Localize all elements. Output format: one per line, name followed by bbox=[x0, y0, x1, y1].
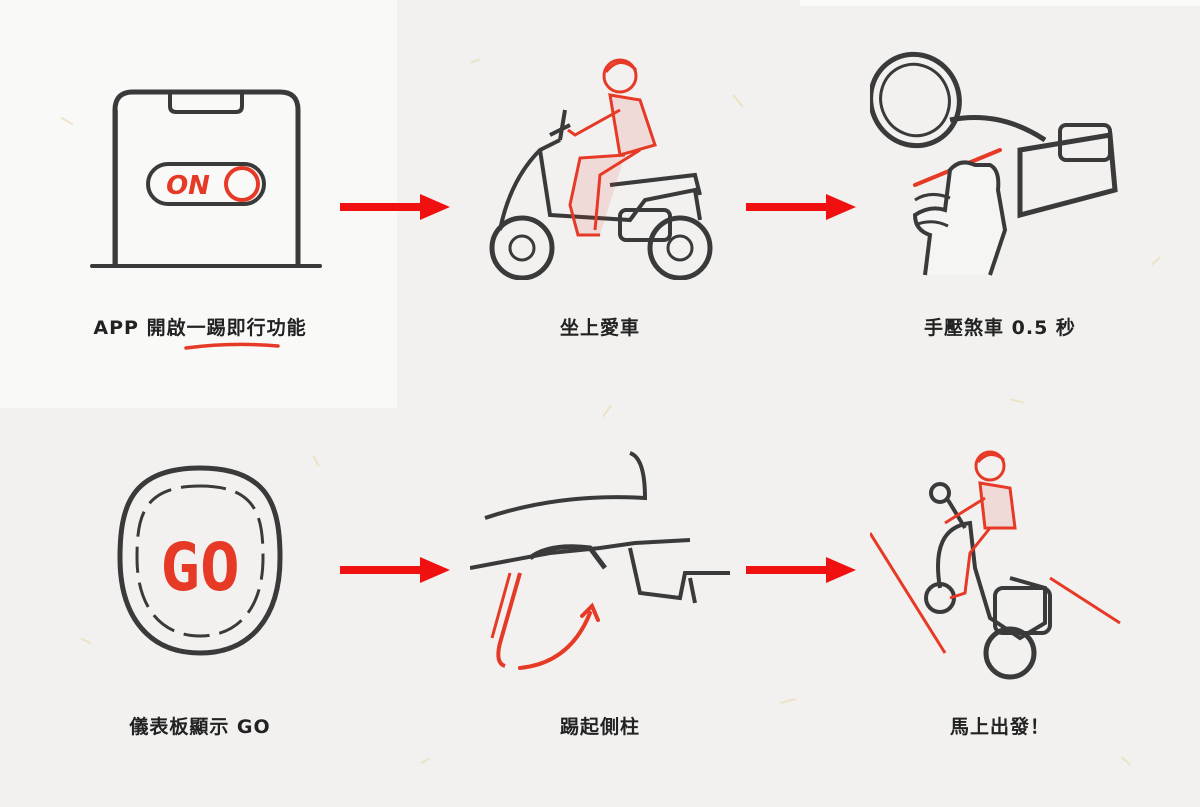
paper-speck bbox=[780, 697, 796, 705]
step-caption: 馬上出發！ bbox=[949, 716, 1050, 738]
right-arrow-icon bbox=[340, 194, 450, 220]
top-strip bbox=[800, 0, 1200, 6]
phone-icon: ON bbox=[90, 89, 322, 268]
step-sit-on-scooter: 坐上愛車 bbox=[470, 40, 730, 340]
scooter-rider-icon bbox=[489, 58, 713, 280]
step-ride-off: 馬上出發！ bbox=[870, 448, 1130, 748]
rider-departing-icon bbox=[870, 450, 1121, 680]
paper-speck bbox=[420, 757, 430, 765]
paper-speck bbox=[1150, 256, 1162, 266]
paper-speck bbox=[1120, 756, 1132, 766]
step-press-brake: 手壓煞車 0.5 秒 bbox=[870, 40, 1130, 340]
step-caption: 坐上愛車 bbox=[559, 317, 640, 339]
underline-icon bbox=[184, 342, 280, 350]
side-stand-icon bbox=[470, 451, 730, 670]
paper-speck bbox=[602, 404, 612, 418]
dashboard-display-text: GO bbox=[160, 529, 239, 606]
paper-speck bbox=[732, 94, 744, 108]
step-caption: 儀表板顯示 GO bbox=[129, 716, 271, 738]
step-caption: APP 開啟一踢即行功能 bbox=[93, 317, 307, 339]
step-caption: 手壓煞車 0.5 秒 bbox=[924, 317, 1076, 339]
brake-hand-icon bbox=[870, 51, 1118, 276]
right-arrow-icon bbox=[746, 557, 856, 583]
step-app-enable: ON APP 開啟一踢即行功能 bbox=[70, 40, 330, 350]
right-arrow-icon bbox=[746, 194, 856, 220]
step-caption: 踢起側柱 bbox=[559, 716, 640, 738]
dashboard-icon: GO bbox=[117, 465, 283, 656]
step-dashboard-go: GO 儀表板顯示 GO bbox=[70, 448, 330, 748]
step-kick-stand: 踢起側柱 bbox=[470, 448, 730, 748]
toggle-on-label: ON bbox=[166, 171, 210, 201]
paper-speck bbox=[1009, 398, 1025, 404]
right-arrow-icon bbox=[340, 557, 450, 583]
